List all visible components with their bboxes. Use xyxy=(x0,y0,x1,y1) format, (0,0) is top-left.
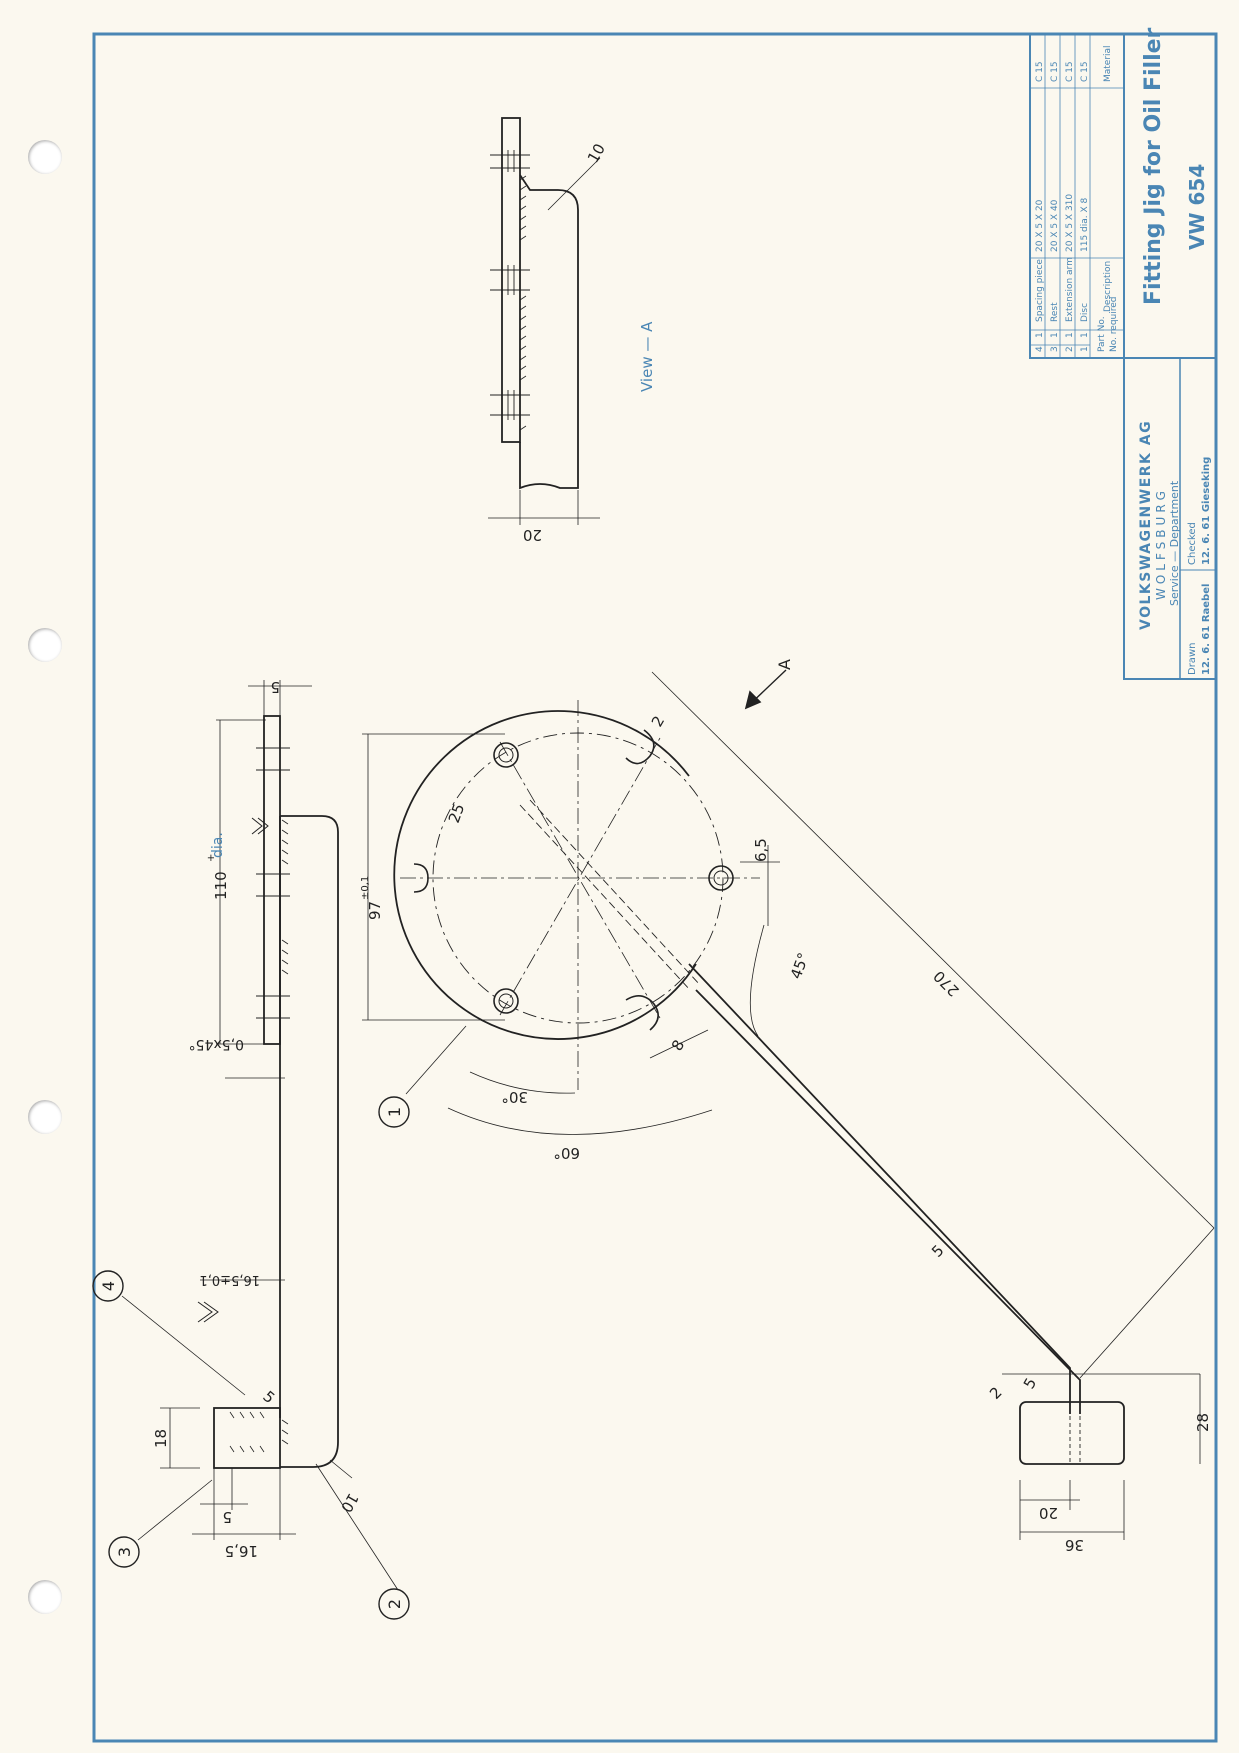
company-city: WOLFSBURG xyxy=(1154,487,1168,600)
dim-16-5-tol: 16,5±0,1 xyxy=(199,1272,260,1287)
drawing-title: Fitting Jig for Oil Filler xyxy=(1141,27,1166,305)
view-a-label: View — A xyxy=(638,321,656,392)
balloon-3: 3 xyxy=(108,1536,140,1568)
balloon-2: 2 xyxy=(378,1588,410,1620)
side-view-geometry xyxy=(121,680,399,1591)
checked-label: Checked xyxy=(1187,522,1198,565)
svg-text:Extension arm: Extension arm xyxy=(1065,257,1075,322)
svg-text:1: 1 xyxy=(1035,332,1045,338)
svg-text:1: 1 xyxy=(385,1107,404,1117)
svg-text:Part No.: Part No. xyxy=(1097,316,1107,352)
dimension-labels: View — A A 20 10 110 + dia. 5 0,5x45° 16… xyxy=(152,140,1212,1560)
svg-text:Material: Material xyxy=(1103,45,1113,82)
svg-text:C 15: C 15 xyxy=(1050,61,1060,82)
svg-text:3: 3 xyxy=(1050,346,1060,352)
dim-270: 270 xyxy=(930,967,963,1000)
dim-5-rest: 5 xyxy=(222,1508,232,1526)
dim-5-elbow: 5 xyxy=(1020,1375,1040,1392)
svg-text:2: 2 xyxy=(1065,346,1075,352)
svg-text:3: 3 xyxy=(115,1547,134,1557)
dim-8: 8 xyxy=(668,1037,688,1054)
svg-text:4: 4 xyxy=(1035,346,1045,352)
parts-row-4: 4 1 Spacing piece 20 X 5 X 20 C 15 xyxy=(1035,61,1045,352)
dim-5-arm: 5 xyxy=(928,1241,947,1260)
svg-text:20 X 5 X 310: 20 X 5 X 310 xyxy=(1065,194,1075,252)
dim-28: 28 xyxy=(1194,1413,1212,1432)
dim-10-side: 10 xyxy=(337,1490,362,1516)
balloon-1: 1 xyxy=(378,1096,410,1128)
svg-text:C 15: C 15 xyxy=(1080,61,1090,82)
svg-text:20 X 5 X 20: 20 X 5 X 20 xyxy=(1035,199,1045,252)
dim-chamfer: 0,5x45° xyxy=(189,1036,244,1052)
drawn-label: Drawn xyxy=(1187,643,1198,675)
title-block: 4 1 Spacing piece 20 X 5 X 20 C 15 3 1 R… xyxy=(1029,27,1217,680)
checked-value: 12. 6. 61 Gieseking xyxy=(1201,457,1212,565)
svg-text:115 dia. X 8: 115 dia. X 8 xyxy=(1080,197,1090,252)
dim-30: 30° xyxy=(501,1088,528,1106)
dim-110-dia: 110 xyxy=(212,871,230,900)
parts-list-header: Part No. No. required Description Materi… xyxy=(1097,45,1119,352)
dim-5-spacer: 5 xyxy=(259,1387,278,1407)
dim-5-side: 5 xyxy=(270,678,280,696)
svg-text:2: 2 xyxy=(385,1599,404,1609)
svg-text:C 15: C 15 xyxy=(1035,61,1045,82)
dim-18: 18 xyxy=(152,1429,170,1448)
parts-row-3: 3 1 Rest 20 X 5 X 40 C 15 xyxy=(1050,61,1060,352)
company-name: VOLKSWAGENWERK AG xyxy=(1138,420,1154,630)
dim-20-rest: 20 xyxy=(1039,1504,1058,1522)
dim-36: 36 xyxy=(1065,1536,1084,1554)
plan-view-geometry xyxy=(362,669,1215,1540)
svg-text:1: 1 xyxy=(1080,346,1090,352)
dim-10-view: 10 xyxy=(584,140,609,166)
svg-text:Spacing piece: Spacing piece xyxy=(1035,259,1045,322)
dim-60: 60° xyxy=(553,1144,580,1162)
svg-text:1: 1 xyxy=(1065,332,1075,338)
svg-text:4: 4 xyxy=(99,1281,118,1291)
binder-hole-bottom xyxy=(28,1580,62,1614)
drawing-geometry xyxy=(121,117,1215,1591)
dim-20-view: 20 xyxy=(523,526,542,544)
dim-97: 97 xyxy=(366,901,384,920)
view-a-geometry xyxy=(488,117,601,525)
parts-row-1: 1 1 Disc 115 dia. X 8 C 15 xyxy=(1080,61,1090,352)
arrow-a-label: A xyxy=(775,659,794,670)
drawing-number: VW 654 xyxy=(1185,164,1209,250)
balloons: 1 2 3 4 xyxy=(92,1096,410,1620)
dim-2-top: 2 xyxy=(648,713,668,730)
svg-text:Description: Description xyxy=(1103,261,1113,312)
svg-text:C 15: C 15 xyxy=(1065,61,1075,82)
dim-110-tol: + xyxy=(206,854,217,862)
binder-hole-lower-mid xyxy=(28,1100,62,1134)
drawn-value: 12. 6. 61 Raebel xyxy=(1201,584,1212,675)
binder-hole-top xyxy=(28,140,62,174)
dim-25: 25 xyxy=(445,801,468,825)
company-department: Service — Department xyxy=(1168,480,1181,606)
svg-text:No. required: No. required xyxy=(1109,296,1119,352)
svg-text:1: 1 xyxy=(1080,332,1090,338)
dim-45: 45° xyxy=(787,950,813,981)
balloon-4: 4 xyxy=(92,1270,124,1302)
drawing-frame xyxy=(92,32,1218,1743)
dim-110-suffix: dia. xyxy=(210,832,226,858)
dim-6-5: 6,5 xyxy=(752,838,770,862)
svg-text:Disc: Disc xyxy=(1080,303,1090,322)
parts-row-2: 2 1 Extension arm 20 X 5 X 310 C 15 xyxy=(1065,61,1075,352)
binder-hole-upper-mid xyxy=(28,628,62,662)
dim-16-5: 16,5 xyxy=(225,1542,258,1560)
svg-text:Rest: Rest xyxy=(1050,302,1060,322)
dim-97-tol: ±0,1 xyxy=(360,876,371,900)
svg-text:20 X 5 X 40: 20 X 5 X 40 xyxy=(1050,199,1060,252)
svg-text:1: 1 xyxy=(1050,332,1060,338)
dim-2-elbow: 2 xyxy=(986,1383,1005,1402)
